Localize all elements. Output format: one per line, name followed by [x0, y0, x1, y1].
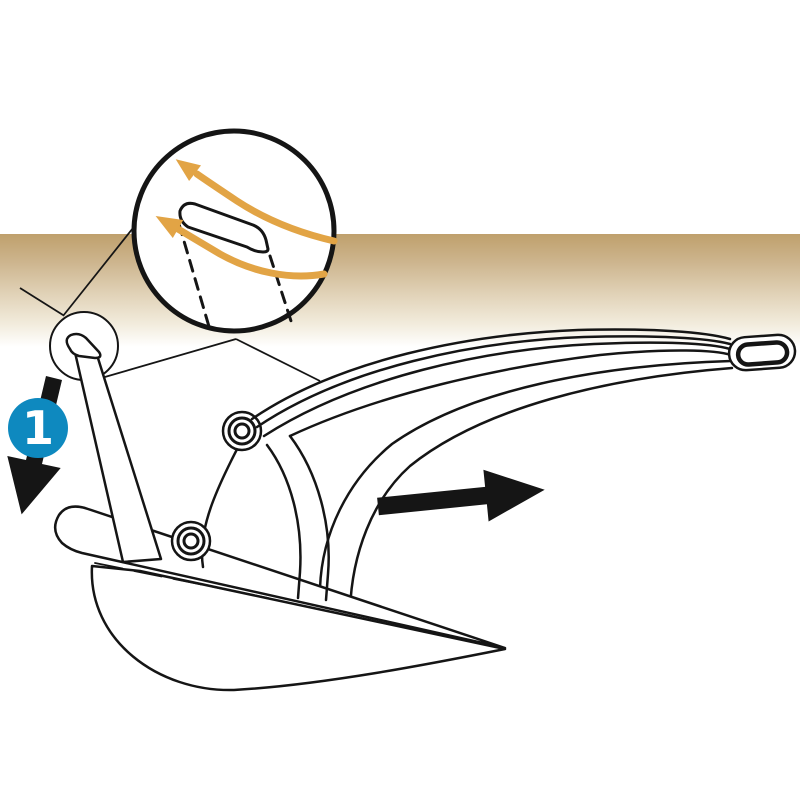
anchor-tip-face [65, 332, 102, 360]
forward-drag-arrow-icon [377, 469, 545, 522]
seabed-band [0, 234, 800, 347]
step-1-badge: 1 [8, 398, 68, 458]
leader-line-to-shank [235, 338, 321, 382]
shackle-end [727, 333, 797, 372]
shank-bolt-lower-inner [182, 532, 200, 550]
magnifier-callout [131, 128, 338, 334]
anchor-illustration [53, 328, 797, 692]
anchor-shank-top-edge-2 [255, 335, 732, 429]
hidden-shank-dash-left [177, 222, 212, 332]
soil-flow-arrows [155, 159, 338, 280]
soil-flow-curve-upper [193, 170, 338, 245]
soil-flow-curve-lower [174, 225, 328, 280]
callout-leader-lines [19, 222, 321, 382]
anchor-shank-top-edge-3 [262, 341, 732, 438]
anchor-shank-leg-inner [265, 443, 302, 600]
leader-line-upper [62, 222, 138, 317]
shank-bolt-upper-inner [233, 422, 251, 440]
shackle-slot [735, 340, 790, 367]
anchor-fluke-far-plate [90, 564, 507, 692]
hidden-shank-dash-right [268, 254, 293, 323]
soil-flow-arrowhead-lower-icon [155, 216, 184, 238]
step-1-label: 1 [22, 401, 54, 455]
anchor-shank-inner-curve-2 [348, 366, 734, 612]
leader-line-left [19, 287, 64, 316]
anchor-fluke-edge-dashes [94, 562, 269, 599]
soil-flow-arrowhead-upper-icon [175, 159, 201, 181]
anchor-shank-inner-curve [318, 359, 733, 602]
leader-line-lower [90, 338, 237, 382]
anchor-fluke-near-plate [53, 505, 507, 650]
magnified-tip [178, 201, 270, 254]
anchor-shank-bottom-edge [288, 349, 733, 438]
anchor-shank-top-edge [250, 328, 732, 421]
anchor-shank-leg-outer [288, 434, 330, 602]
step-1-badge-circle [8, 398, 68, 458]
